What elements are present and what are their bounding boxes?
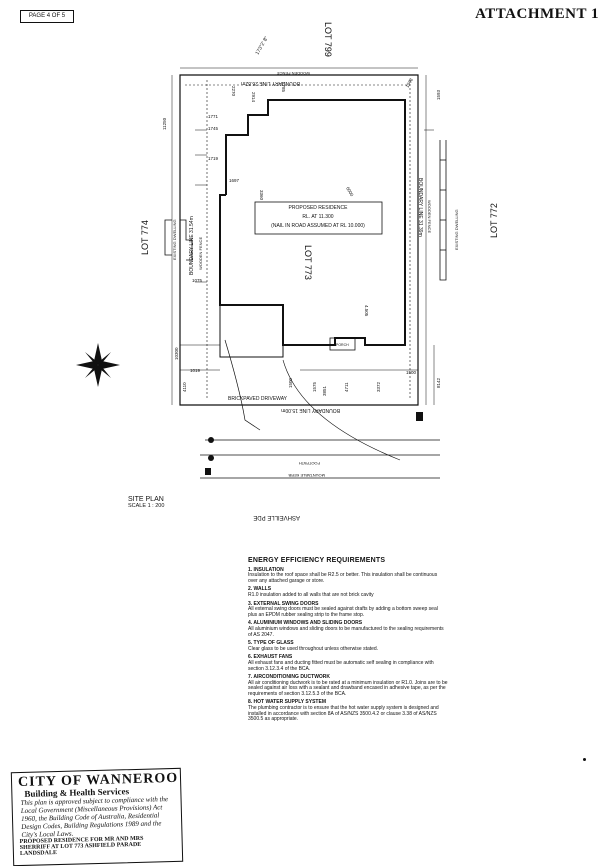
energy-requirements: ENERGY EFFICIENCY REQUIREMENTS 1. INSULA… [248, 557, 448, 726]
energy-item-text: All external swing doors must be sealed … [248, 606, 438, 618]
edge-mark [583, 758, 586, 761]
energy-item-head: 4. ALUMINIUM WINDOWS AND SLIDING DOORS [248, 620, 363, 627]
lot-center-label: LOT 773 [303, 245, 313, 280]
dim-label: 3372 [376, 381, 381, 392]
dim-label: 3360 [259, 190, 264, 201]
energy-item-text: R1.0 insulation added to all walls that … [248, 591, 374, 598]
fence-north-label: WOODEN FENCE [277, 71, 310, 76]
residence-rl: RL. AT 11.300 [302, 214, 333, 220]
stamp-project-text: PROPOSED RESIDENCE FOR MR AND MRS SHERRI… [19, 835, 144, 858]
boundary-north-label: BOUNDARY LINE 26.82m [241, 80, 300, 86]
dim-label: 6000 [345, 186, 355, 198]
stamp-approval-text: This plan is approved subject to complia… [20, 795, 169, 839]
north-compass-icon [76, 343, 120, 387]
lot-west-label: LOT 774 [140, 220, 150, 255]
dim-label: 4711 [344, 382, 349, 392]
lot-boundary [179, 74, 419, 406]
energy-item-head: 3. EXTERNAL SWING DOORS [248, 600, 319, 607]
street-label: ASHVEILLE PDE [253, 514, 300, 520]
site-plan-scale: SCALE 1 : 200 [128, 503, 165, 509]
lot-north-label: LOT 799 [323, 22, 333, 57]
dim-label: 11250 [162, 117, 167, 130]
porch-outline [329, 337, 356, 351]
dim-label: 1771 [208, 114, 219, 119]
boundary-west-label: BOUNDARY LINE 31.54m [189, 216, 195, 275]
energy-item-head: 5. TYPE OF GLASS [248, 640, 294, 647]
energy-item-head: 7. AIRCONDITIONING DUCTWORK [248, 674, 331, 681]
approval-stamp: CITY OF WANNEROO Building & Health Servi… [10, 767, 184, 866]
energy-item-head: 1. INSULATION [248, 566, 284, 573]
boundary-east-label: BOUNDARY LINE 31.39m [417, 178, 423, 237]
site-plan-caption: SITE PLAN SCALE 1 : 200 [128, 496, 164, 509]
energy-item-head: 8. HOT WATER SUPPLY SYSTEM [248, 699, 326, 706]
dim-label: 2270 [231, 86, 236, 97]
energy-item-head: 2. WALLS [248, 586, 272, 593]
dim-label: 4.505 [364, 305, 369, 317]
energy-item-head: 6. EXHAUST FANS [248, 654, 293, 661]
dim-label: 1575 [312, 381, 317, 392]
energy-item-text: Insulation to the roof space shall be R2… [248, 572, 438, 584]
bearing-label: 173°2' 8" [255, 35, 270, 56]
residence-note: (NAIL IN ROAD ASSUMED AT RL 10.000) [271, 223, 365, 229]
garage [219, 304, 284, 358]
energy-item-text: All aluminium windows and sliding doors … [248, 625, 444, 638]
dim-label: 1019 [190, 368, 201, 373]
west-dwelling [164, 219, 193, 261]
east-dwelling [439, 140, 447, 281]
dim-label: 1697 [229, 178, 240, 183]
dim-label: 8142 [436, 377, 441, 388]
energy-item-text: All air conditioning ductwork is to be r… [248, 679, 448, 697]
dim-label: 1508 [405, 77, 415, 89]
energy-item-text: Clear glass to be used throughout unless… [248, 645, 379, 652]
dim-label: 10300 [174, 347, 179, 360]
dim-label: 3851 [322, 385, 327, 396]
fence-west-label: WOODEN FENCE [198, 237, 203, 270]
energy-item-text: The plumbing contractor is to ensure tha… [248, 705, 439, 723]
dim-label: 2785 [281, 82, 286, 93]
existing-west-label: EXISTING DWELLING [172, 219, 177, 260]
dim-label: 1593 [436, 89, 441, 100]
driveway-label: BRICKPAVED DRIVEWAY [228, 396, 288, 402]
dim-label: 4110 [182, 382, 187, 392]
dim-label: 1745 [208, 126, 219, 131]
dim-label: 1500 [406, 370, 417, 375]
boundary-south-label: BOUNDARY LINE 15.00m [281, 407, 340, 413]
lot-east-label: LOT 772 [489, 203, 499, 238]
site-plan-title: SITE PLAN [128, 496, 164, 503]
footpath-label: FOOTPATH [299, 461, 320, 466]
dim-label: 1500 [288, 377, 293, 388]
kerb-label: MOUNTABLE KERB [288, 473, 325, 478]
dim-label: 2914 [251, 92, 256, 103]
page-number-box: PAGE 4 OF 5 [20, 10, 74, 23]
residence-title: PROPOSED RESIDENCE [289, 205, 349, 211]
attachment-label: ATTACHMENT 1 [475, 6, 599, 22]
dim-label: 1719 [208, 156, 219, 161]
energy-item-text: All exhaust fans and ducting fitted must… [248, 659, 434, 672]
fence-east-label: WOODEN FENCE [427, 200, 432, 233]
existing-east-label: EXISTING DWELLING [454, 209, 459, 250]
porch-label: PORCH [336, 343, 349, 347]
energy-title: ENERGY EFFICIENCY REQUIREMENTS [248, 557, 386, 564]
dim-label: 1075 [192, 278, 203, 283]
